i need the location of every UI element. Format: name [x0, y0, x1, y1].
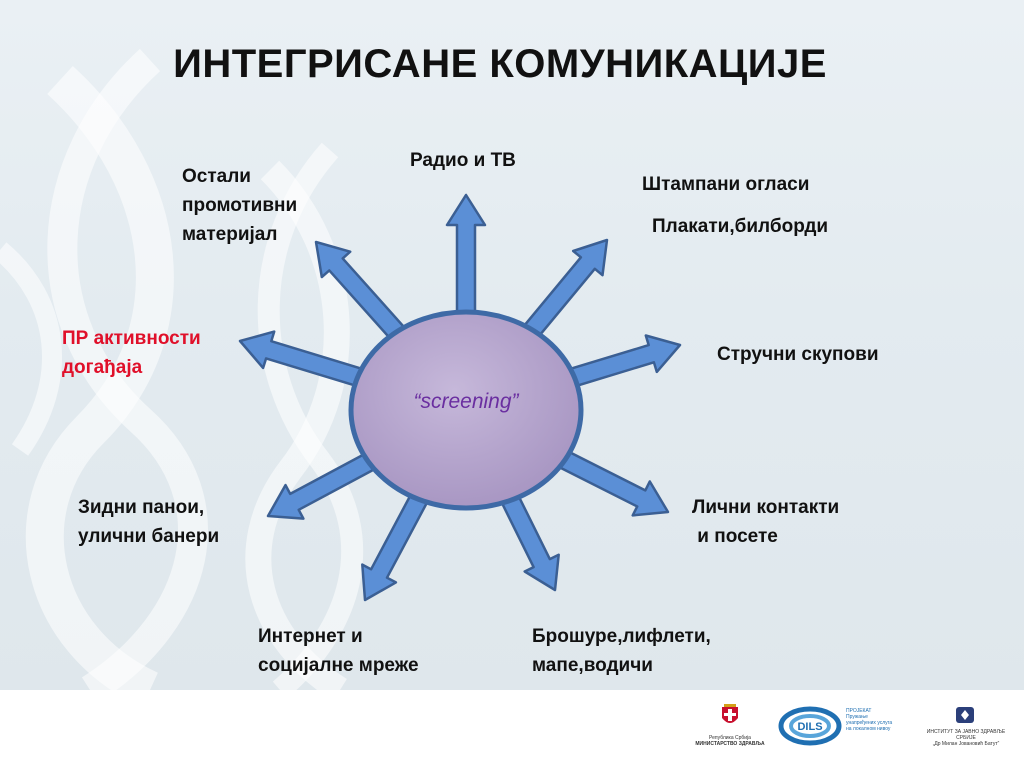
node-contacts: Лични контакти и посете [692, 493, 839, 551]
node-brochures-line: Брошуре,лифлети, [532, 626, 711, 647]
node-print-line: Штампани огласи [642, 174, 810, 195]
node-internet-line: Интернет и [258, 626, 363, 647]
institute-emblem-icon [956, 707, 974, 723]
node-pr-line: ПР активности [62, 328, 201, 349]
node-walls-line: улични банери [78, 526, 220, 547]
node-internet-line: социјалне мреже [258, 655, 419, 676]
footer-bar: Република Србија МИНИСТАРСТВО ЗДРАВЉА DI… [0, 690, 1024, 768]
node-radio-line: Радио и ТВ [410, 150, 516, 171]
node-other: Остали промотивни материјал [182, 162, 297, 249]
institute-logo: ИНСТИТУТ ЗА ЈАВНО ЗДРАВЉЕ СРБИЈЕ „Др Мил… [922, 706, 1010, 747]
dils-logo-line: Пружање [846, 714, 868, 720]
node-brochures: Брошуре,лифлети, мапе,водичи [532, 622, 711, 680]
center-label: “screening” [413, 390, 519, 413]
node-walls-line: Зидни панои, [78, 497, 205, 518]
node-contacts-line: Лични контакти [692, 497, 840, 518]
node-contacts-line: и посете [692, 526, 778, 547]
serbia-coat-of-arms-icon [722, 704, 738, 723]
dils-logo-line: унапређених услуга [846, 720, 893, 726]
dils-logo-line: ПРОЈЕКАТ [846, 708, 872, 714]
node-walls: Зидни панои, улични банери [78, 493, 219, 551]
node-radio: Радио и ТВ [410, 146, 516, 175]
node-conferences-line: Стручни скупови [717, 344, 879, 365]
node-conferences: Стручни скупови [717, 340, 879, 369]
institute-logo-line: ИНСТИТУТ ЗА ЈАВНО ЗДРАВЉЕ СРБИЈЕ [926, 729, 1006, 741]
node-print: Штампани огласи [642, 170, 809, 199]
slide-title: ИНТЕГРИСАНЕ КОМУНИКАЦИЈЕ [173, 42, 827, 86]
node-other-line: промотивни [182, 195, 298, 216]
node-pr: ПР активности догађаја [62, 324, 201, 382]
institute-logo-line: „Др Милан Јовановић Батут“ [932, 741, 1000, 747]
node-posters: Плакати,билборди [652, 212, 828, 241]
ministry-logo: Република Србија МИНИСТАРСТВО ЗДРАВЉА [694, 704, 766, 747]
communication-diagram [238, 193, 682, 602]
dils-logo-line: на локалном нивоу [846, 726, 891, 732]
node-other-line: материјал [182, 224, 278, 245]
dils-badge-text: DILS [797, 721, 822, 733]
dils-swirl-icon: DILS [778, 706, 842, 746]
node-internet: Интернет и социјалне мреже [258, 622, 419, 680]
node-other-line: Остали [182, 166, 251, 187]
node-posters-line: Плакати,билборди [652, 216, 829, 237]
node-brochures-line: мапе,водичи [532, 655, 653, 676]
ministry-logo-line: Република Србија [709, 735, 751, 741]
node-pr-line: догађаја [62, 357, 143, 378]
center-circle [348, 309, 584, 511]
ministry-logo-line: МИНИСТАРСТВО ЗДРАВЉА [695, 741, 765, 747]
dils-logo: DILS ПРОЈЕКАТ Пружање унапређених услуга… [778, 704, 938, 748]
